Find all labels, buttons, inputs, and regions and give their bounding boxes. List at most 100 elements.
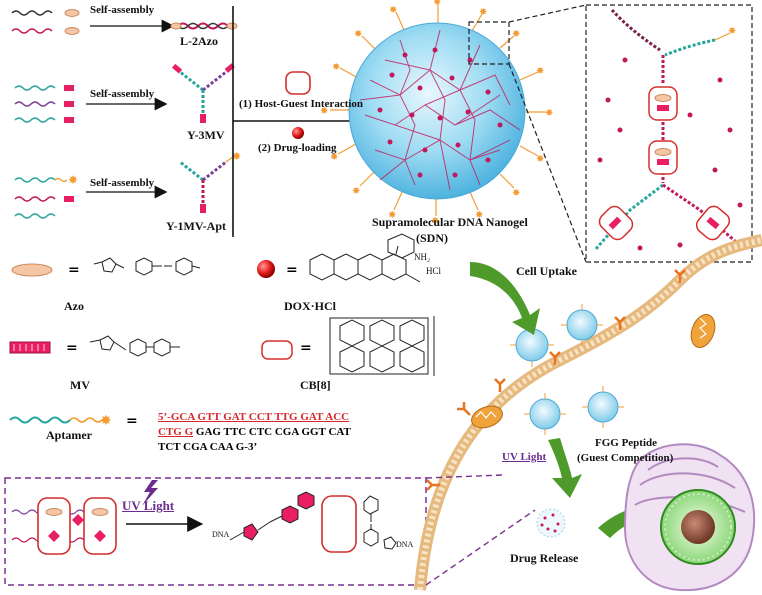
dox-legend-label: DOX·HCl [284,299,337,313]
star-icon: ✸ [68,173,78,187]
svg-text:✸: ✸ [330,152,338,163]
aptamer-legend-icon [9,416,71,424]
dna-strand-icon [11,28,53,34]
dox-legend-icon [257,260,275,278]
mitochondria-icon [690,314,716,348]
small-nanogels [510,304,624,435]
uv-light-cell-label: UV Light [502,451,547,463]
mv-legend-icon [9,341,51,354]
svg-text:=: = [300,340,312,356]
y-1mv-apt-label: Y-1MV-Apt [166,219,226,233]
azo-molecule-icon [170,22,182,30]
drug-icon [292,127,304,139]
svg-text:✸: ✸ [475,210,483,221]
svg-text:✸: ✸ [512,188,520,199]
svg-text:✸: ✸ [433,0,441,8]
mv-legend-label: MV [70,378,90,392]
dna-strand-icon [14,177,56,183]
cb8-legend-label: CB[8] [300,378,331,392]
dox-structure-icon [309,233,421,283]
dna-end-label: DNA [212,530,230,539]
cell-membrane [414,234,762,591]
aptamer-sequence-line-2: CTG G GAG TTC CTC CGA GGT CAT [158,426,351,438]
hcl-label: HCl [426,266,442,276]
aptamer-legend-label: Aptamer [46,428,92,442]
dna-strand-icon [14,213,56,219]
svg-text:✸: ✸ [232,150,241,163]
svg-text:=: = [286,262,298,278]
drug-loading-step-label: (2) Drug-loading [258,142,337,154]
drug-release-label: Drug Release [510,551,579,565]
mv-molecule-icon [64,117,74,123]
nucleus-icon [681,510,715,544]
dna-strand-icon [14,85,56,91]
azo-structure-icon [93,257,201,276]
cell-uptake-label: Cell Uptake [516,264,577,278]
cb8-host-icon [285,71,311,95]
svg-text:✸: ✸ [332,62,340,73]
azo-legend-icon [11,263,53,277]
mv-structure-icon [89,335,180,357]
cb8-free-icon [321,495,357,553]
svg-text:✸: ✸ [354,29,362,40]
aptamer-tail-icon [54,177,68,183]
aptamer-sequence-line-3: TCT CGA CAA G-3’ [158,441,258,453]
duplex-icon [177,22,229,30]
zoom-detail-panel: ✸ [585,4,753,263]
azo-molecule-icon [226,22,238,30]
receptor-icons [426,269,686,491]
azo-molecule-icon [64,27,80,35]
dna-end-label: DNA [396,540,414,549]
svg-text:=: = [68,262,80,278]
host-guest-step-label: (1) Host-Guest Interaction [239,98,364,110]
lightning-icon [142,480,158,506]
y-shaped-aptamer-dna-icon: ✸ [179,150,241,213]
svg-text:✸: ✸ [479,7,487,18]
y-3mv-label: Y-3MV [187,128,225,142]
svg-text:✸: ✸ [100,413,112,429]
aptamer-sequence-line-1: 5’-GCA GTT GAT CCT TTG GAT ACC [158,411,350,423]
svg-text:✸: ✸ [536,154,544,165]
nanogel-title: Supramolecular DNA Nanogel [372,215,528,229]
azo-released-icon [363,495,397,550]
self-assembly-row-3: ✸ ✸ [14,150,241,219]
l-2azo-label: L-2Azo [180,34,218,48]
self-assembly-row-1 [11,9,238,35]
svg-text:✸: ✸ [352,186,360,197]
self-assembly-row-2 [14,63,235,123]
svg-text:=: = [66,340,78,356]
svg-text:✸: ✸ [320,106,328,117]
legend: = = = [9,233,435,429]
svg-text:✸: ✸ [545,108,553,119]
dna-network [359,29,521,191]
cb8-legend-icon [261,340,293,360]
svg-text:✸: ✸ [536,66,544,77]
svg-text:✸: ✸ [512,29,520,40]
target-cell [623,443,756,592]
drug-dots [377,47,503,178]
dna-strand-icon [14,101,56,107]
mv-released-icon [229,491,315,541]
dna-strand-icon [11,10,53,16]
y-shaped-dna-icon [172,63,235,123]
self-assembly-label: Self-assembly [90,4,155,16]
self-assembly-label: Self-assembly [90,88,155,100]
dna-strand-icon [14,196,56,202]
uv-connectors [425,474,536,586]
svg-text:✸: ✸ [388,210,396,221]
nh2-label: NH₂ [414,252,431,262]
zoom-indicator [468,4,587,263]
process-bracket [232,6,372,237]
mv-molecule-icon [64,101,74,107]
svg-text:✸: ✸ [389,5,397,16]
self-assembly-label: Self-assembly [90,177,155,189]
dna-strand-icon [14,117,56,123]
azo-legend-label: Azo [64,299,84,313]
nanogel-abbrev: (SDN) [416,231,448,245]
uv-light-label: UV Light [122,498,175,513]
svg-text:=: = [126,413,138,429]
svg-text:✸: ✸ [431,216,439,227]
fgg-peptide-label: FGG Peptide [595,437,658,449]
released-drug-cluster [536,508,566,538]
